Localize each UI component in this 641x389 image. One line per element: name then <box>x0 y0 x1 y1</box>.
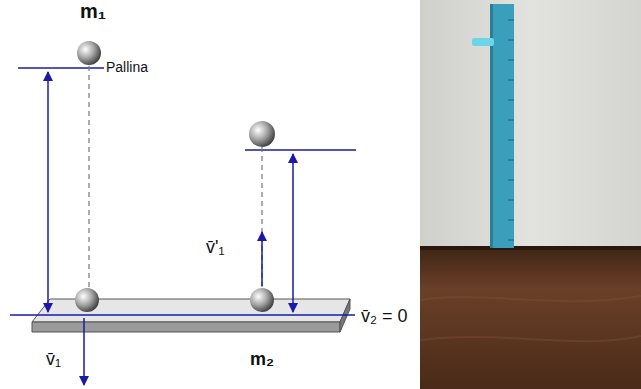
velocity-label: v̄₁ <box>46 350 61 370</box>
ball-label: Pallina <box>104 60 150 75</box>
velocity-label: v̄₂ = 0 <box>361 307 408 327</box>
mass-label: m₂ <box>250 350 274 370</box>
mass-label: m₁ <box>80 0 106 22</box>
velocity-label: v̄'₁ <box>206 238 225 258</box>
